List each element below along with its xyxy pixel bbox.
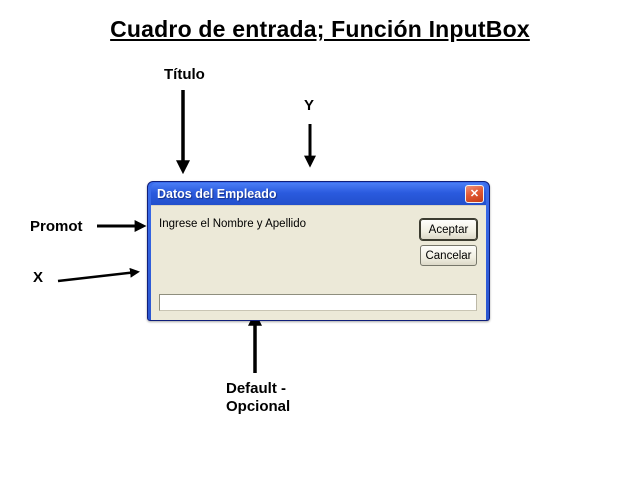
label-promot: Promot [30, 218, 83, 235]
text-input[interactable] [159, 294, 477, 311]
label-y: Y [304, 97, 315, 114]
page-title: Cuadro de entrada; Función InputBox [110, 16, 530, 42]
prompt-text: Ingrese el Nombre y Apellido [159, 218, 307, 230]
label-x: X [33, 269, 44, 286]
inputbox-dialog: Datos del Empleado ✕ Ingrese el Nombre y… [147, 181, 490, 321]
dialog-titlebar: Datos del Empleado ✕ [151, 183, 486, 205]
cancel-button[interactable]: Cancelar [420, 245, 477, 266]
accept-button[interactable]: Aceptar [420, 219, 477, 240]
dialog-title: Datos del Empleado [157, 187, 277, 201]
dialog-client-area: Ingrese el Nombre y Apellido Aceptar Can… [151, 205, 486, 320]
label-default-opcional: Default - Opcional [226, 380, 291, 415]
close-icon[interactable]: ✕ [465, 185, 484, 203]
x-arrow [57, 267, 140, 283]
label-titulo: Título [164, 66, 205, 83]
